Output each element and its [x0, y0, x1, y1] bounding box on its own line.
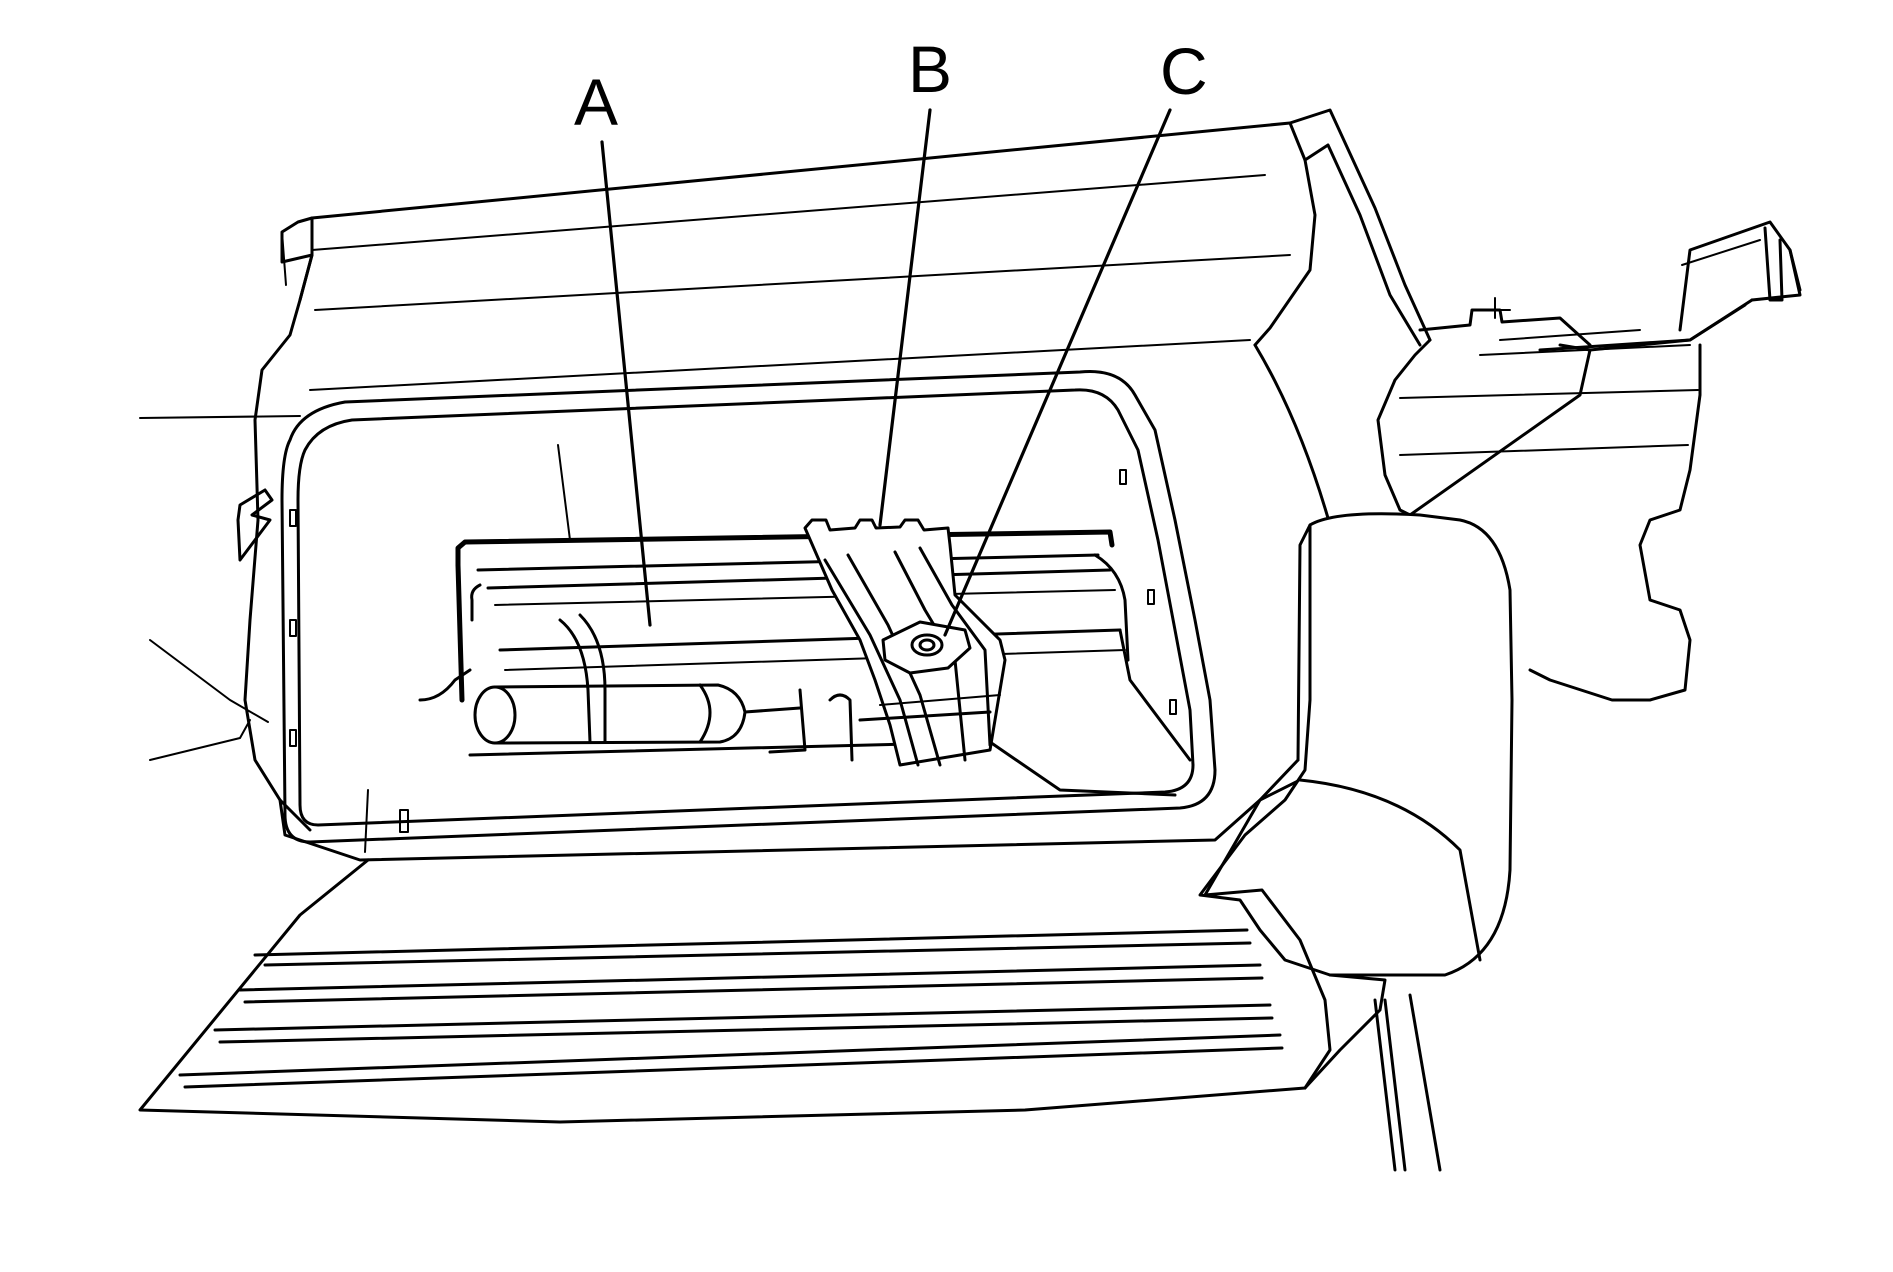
- part-a-rail-assembly: [418, 529, 1192, 797]
- callout-a-label: A: [574, 65, 618, 139]
- upper-right-bracket: [1418, 220, 1802, 356]
- fender-trim: [1198, 512, 1514, 977]
- right-pillar: [1253, 108, 1754, 702]
- callout-c-label: C: [1160, 34, 1208, 108]
- callout-b-label: B: [908, 32, 952, 106]
- upper-trim-panel: [139, 121, 1317, 832]
- callout-a-leader: [600, 140, 652, 627]
- callout-c-leader: [943, 108, 1172, 637]
- sill-panel: [149, 639, 1322, 862]
- running-board: [138, 858, 1442, 1172]
- callout-b-leader: [878, 108, 932, 527]
- part-c-fastener: [881, 620, 972, 675]
- storage-opening-frame: [280, 369, 1217, 844]
